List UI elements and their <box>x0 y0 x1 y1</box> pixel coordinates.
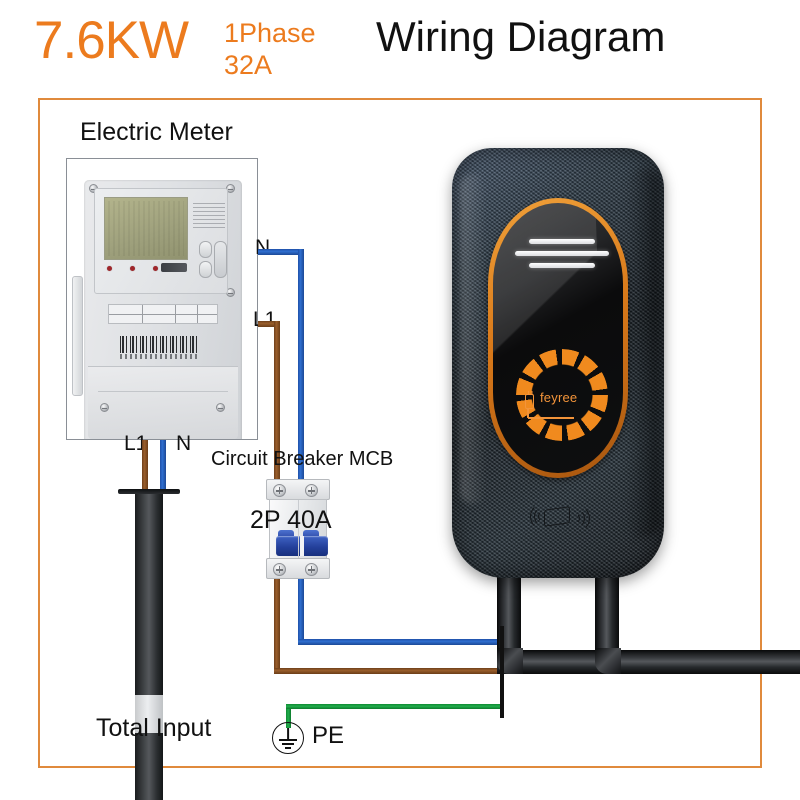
total-input-label: Total Input <box>96 714 212 742</box>
wire-earth-vertical <box>286 704 291 728</box>
circuit-breaker-mcb[interactable] <box>266 479 330 579</box>
wire-line-horizontal-top <box>258 321 280 327</box>
ev-charger-unit[interactable]: feyree <box>452 148 664 578</box>
mcb-top-terminals <box>266 479 330 500</box>
page-title: Wiring Diagram <box>376 13 666 60</box>
meter-barcode <box>120 336 198 353</box>
wire-neutral-vertical-to-mcb <box>298 249 304 483</box>
charger-output-cable-horizontal <box>595 650 800 674</box>
circuit-breaker-label: Circuit Breaker MCB <box>211 448 394 470</box>
wire-neutral-horizontal-top <box>258 249 304 255</box>
display-bars-icon <box>529 263 595 268</box>
mcb-lever-nub <box>278 530 294 539</box>
charger-display-bezel: feyree <box>488 198 628 478</box>
mcb-terminal-screw[interactable] <box>273 563 286 576</box>
wire-line-vertical-to-mcb <box>274 321 280 483</box>
charging-ring-icon <box>516 349 608 441</box>
plug-cord-icon <box>527 409 574 419</box>
display-bars-icon <box>529 239 595 244</box>
diagram-frame <box>38 98 762 768</box>
circuit-breaker-rating: 2P 40A <box>250 506 332 534</box>
meter-led-indicator <box>130 266 135 271</box>
phase-label: 1Phase <box>224 18 316 48</box>
mcb-toggle-lever[interactable] <box>276 536 328 556</box>
meter-cover-screw-right <box>216 403 225 412</box>
meter-terminal-cover <box>88 366 238 439</box>
charger-brand-name: feyree <box>540 390 578 405</box>
rfid-card-icon <box>530 500 590 534</box>
total-input-cable-marker <box>135 695 163 733</box>
meter-led-indicator <box>107 266 112 271</box>
wire-line-meter-down <box>142 440 148 494</box>
charger-output-cable-elbow <box>595 648 621 674</box>
electric-meter-label: Electric Meter <box>80 118 233 146</box>
meter-lcd-display <box>104 197 188 260</box>
earth-ground-icon <box>272 722 304 754</box>
meter-button-up[interactable] <box>199 241 212 258</box>
rfid-wave <box>563 505 590 532</box>
mcb-housing <box>269 499 328 559</box>
plug-icon <box>525 391 534 409</box>
cable-entry-junction <box>500 626 504 718</box>
meter-ir-port <box>161 263 187 272</box>
wire-label-line-top: L1 <box>253 308 277 331</box>
mcb-terminal-screw[interactable] <box>305 563 318 576</box>
wire-label-neutral-top: N <box>255 236 271 259</box>
wire-earth-to-charger <box>286 704 502 709</box>
wire-line-to-charger <box>274 668 502 674</box>
mcb-terminal-screw[interactable] <box>273 484 286 497</box>
display-bars-icon <box>515 251 609 256</box>
charger-display-screen[interactable]: feyree <box>493 203 623 473</box>
wire-line-mcb-down <box>274 575 280 674</box>
mcb-lever-nub <box>303 530 319 539</box>
rfid-wave <box>530 503 557 530</box>
mcb-bottom-terminals <box>266 558 330 579</box>
meter-led-indicator <box>153 266 158 271</box>
meter-left-pillar <box>72 276 83 396</box>
meter-rating-plate <box>108 304 218 324</box>
phase-current-subheading: 1Phase 32A <box>224 18 316 82</box>
meter-outlet-label-neutral: N <box>176 432 192 455</box>
pe-ground-label: PE <box>312 722 345 749</box>
meter-button-down[interactable] <box>199 261 212 278</box>
electric-meter-panel <box>66 158 258 440</box>
meter-serial-number <box>120 354 198 359</box>
wire-neutral-meter-down <box>160 440 166 494</box>
wire-neutral-mcb-down <box>298 575 304 645</box>
total-input-cable-cap <box>118 489 180 494</box>
meter-front-panel <box>94 188 228 294</box>
current-label: 32A <box>224 49 273 80</box>
electric-meter-body <box>72 180 242 439</box>
mcb-terminal-screw[interactable] <box>305 484 318 497</box>
wire-neutral-to-charger <box>298 639 502 645</box>
total-input-cable <box>135 492 163 800</box>
power-rating-heading: 7.6KW <box>34 11 189 70</box>
meter-cover-screw-left <box>100 403 109 412</box>
meter-spec-print <box>193 203 225 231</box>
meter-outlet-label-line: L1 <box>124 432 148 455</box>
meter-side-strip <box>214 241 227 278</box>
